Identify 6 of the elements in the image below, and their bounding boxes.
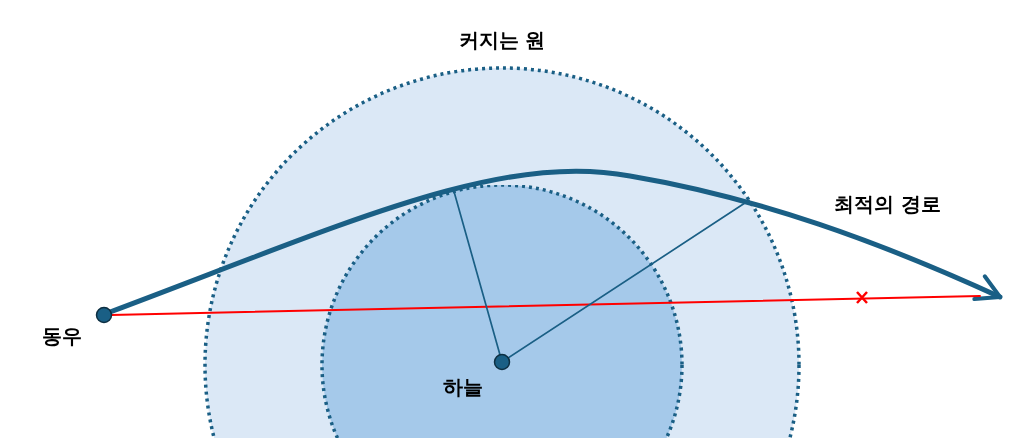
path-arrow [107,169,1003,315]
straight-line [110,295,981,316]
circle-title: 커지는 원 [457,30,547,50]
point-label: 하늘 [443,377,483,397]
edge-label: 최적의 경로 [832,193,943,215]
point-label: 동우 [42,326,82,346]
